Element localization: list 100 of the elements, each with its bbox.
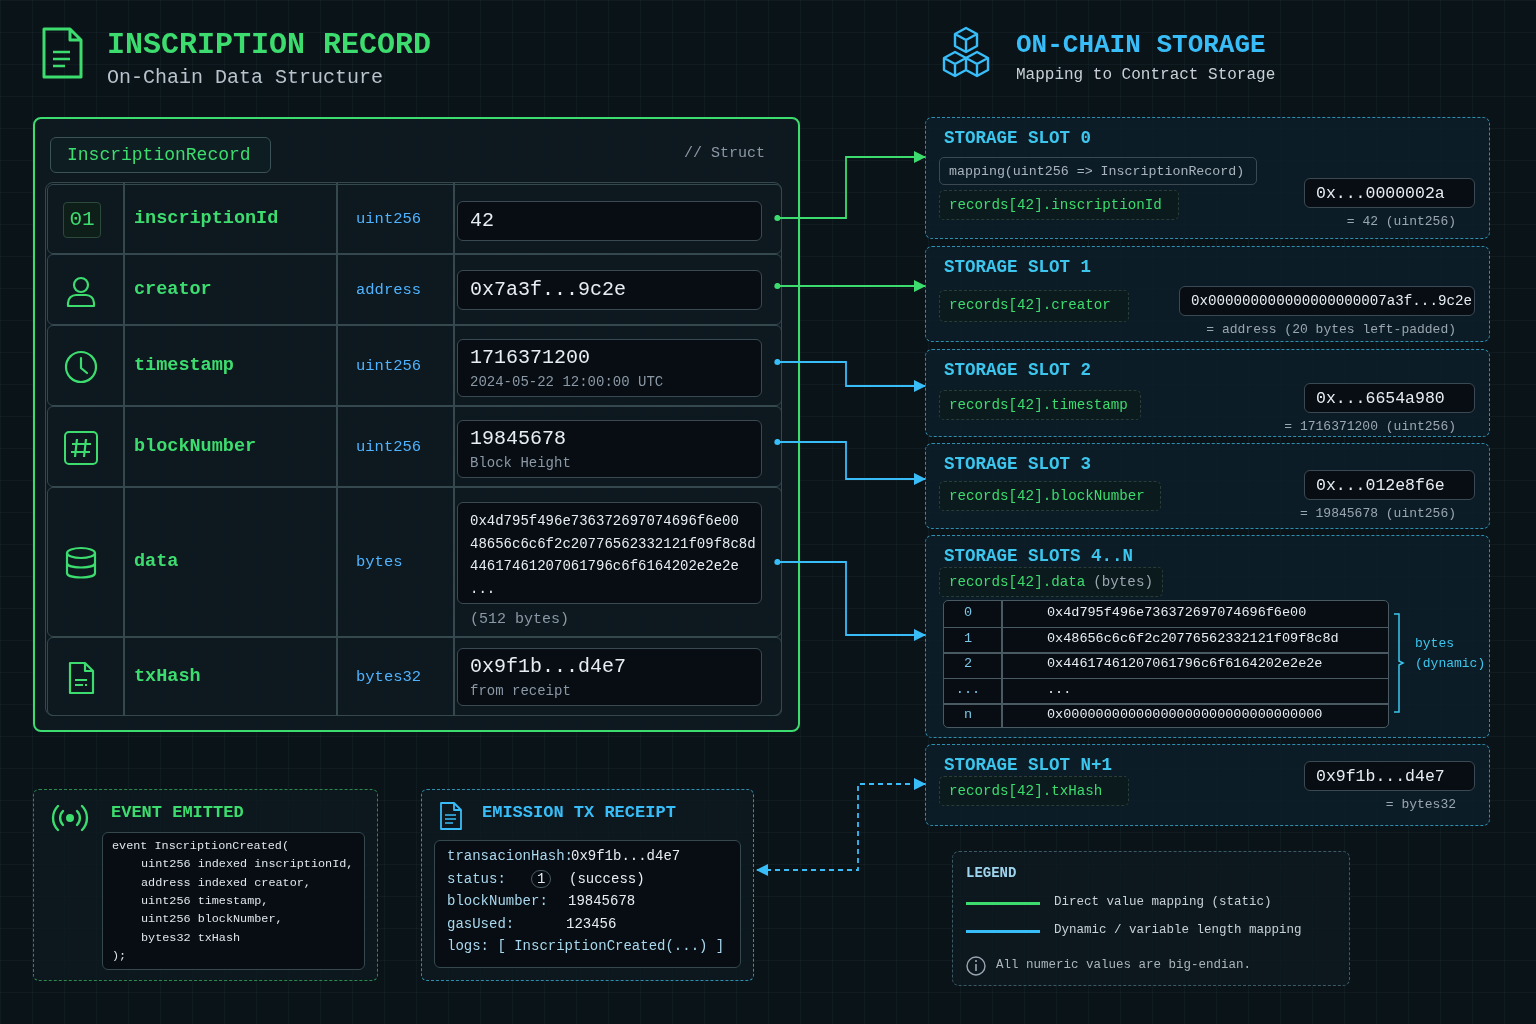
receipt-field-value: 19845678 <box>568 893 636 909</box>
receipt-field-value: (success) <box>569 871 645 887</box>
connector-arrow <box>774 558 926 641</box>
record-path-tag <box>939 290 1129 322</box>
record-path: records[42].inscriptionId <box>949 197 1162 213</box>
slot-word-value: 0x00000000000000000000000000000000 <box>1047 707 1323 722</box>
slot-title: STORAGE SLOTS 4..N <box>944 546 1134 566</box>
code-line: uint256 timestamp, <box>141 893 269 908</box>
receipt-field-name: blockNumber: <box>447 893 548 909</box>
slot-title: STORAGE SLOT 3 <box>944 454 1092 474</box>
code-line: uint256 indexed inscriptionId, <box>141 857 354 872</box>
slot-index: 0 <box>962 605 974 620</box>
slot-value: 0x000000000000000000007a3f...9c2e <box>1191 293 1472 310</box>
slot-title: STORAGE SLOT 1 <box>944 257 1092 277</box>
field-row <box>47 254 782 325</box>
record-path: records[42].creator <box>949 297 1111 313</box>
value-note: = bytes32 <box>1385 797 1456 812</box>
receipt-field-name: gasUsed: <box>447 916 515 932</box>
connector-arrow <box>756 778 926 876</box>
value-note: 2024-05-22 12:00:00 UTC <box>470 374 664 390</box>
value-box <box>457 339 762 397</box>
connector-arrow <box>774 280 926 292</box>
storage-slot-panel <box>925 117 1490 239</box>
field-row <box>47 406 782 487</box>
field-row <box>47 487 782 637</box>
value-box <box>457 270 762 310</box>
field-name: creator <box>134 278 212 300</box>
code-box <box>102 832 365 970</box>
field-type: bytes <box>356 553 403 571</box>
field-number-badge: 01 <box>63 202 101 238</box>
slot-index: ... <box>955 681 981 697</box>
value-note: = 42 (uint256) <box>1346 214 1456 229</box>
byte-length-note: (512 bytes) <box>470 611 570 628</box>
slot-value: 0x...6654a980 <box>1316 389 1445 409</box>
code-line: event InscriptionCreated( <box>112 839 289 853</box>
section-subtitle: On-Chain Data Structure <box>107 66 384 89</box>
record-path: records[42].data <box>949 574 1086 590</box>
record-path: records[42].timestamp <box>949 397 1128 413</box>
slot-value: 0x...0000002a <box>1316 184 1445 204</box>
field-value: 0x9f1b...d4e7 <box>470 655 627 678</box>
field-type: uint256 <box>356 437 422 456</box>
slot-word-value: 0x48656c6c6f2c20776562332121f09f8c8d <box>1047 630 1339 646</box>
field-value: 1716371200 <box>470 346 591 369</box>
record-path-tag <box>939 190 1179 220</box>
section-title: ON-CHAIN STORAGE <box>1016 30 1266 60</box>
value-box <box>457 201 762 241</box>
value-note: = 19845678 (uint256) <box>1299 506 1456 521</box>
slot-word-value: ... <box>1047 681 1072 697</box>
field-name: timestamp <box>134 354 234 376</box>
code-line: address indexed creator, <box>141 875 311 890</box>
record-path: records[42].txHash <box>949 783 1103 799</box>
slot-title: STORAGE SLOT 0 <box>944 128 1092 148</box>
legend-note: All numeric values are big-endian. <box>996 958 1252 972</box>
slot-index: 1 <box>962 630 974 646</box>
receipt-field-value: 123456 <box>566 916 617 932</box>
section-title: INSCRIPTION RECORD <box>107 28 432 62</box>
slot-index: 2 <box>962 656 974 671</box>
receipt-field-name: status: <box>447 871 506 887</box>
slot-word-value: 0x4d795f496e736372697074696f6e00 <box>1047 605 1307 620</box>
field-value: 42 <box>470 209 494 232</box>
slot-word-value: 0x44617461207061796c6f6164202e2e2e <box>1047 656 1323 671</box>
panel-title: EVENT EMITTED <box>111 803 244 822</box>
slot-value: 0x9f1b...d4e7 <box>1316 767 1445 787</box>
field-name: data <box>134 551 179 572</box>
storage-slot-panel <box>925 443 1490 529</box>
legend-text: Direct value mapping (static) <box>1054 895 1272 909</box>
record-path-tag <box>939 481 1161 511</box>
storage-slot-panel <box>925 349 1490 437</box>
value-note: = address (20 bytes left-padded) <box>1206 322 1456 337</box>
connector-arrow <box>774 151 926 222</box>
field-row <box>47 184 782 254</box>
field-name: txHash <box>134 665 201 687</box>
hex-value: 0x4d795f496e736372697074696f6e00 48656c6c6f2c20776562332121f09f8c8d 44617461207061796c6f6164202e2e2e ... <box>470 512 757 599</box>
field-row <box>47 637 782 716</box>
legend-text: Dynamic / variable length mapping <box>1054 923 1302 937</box>
field-name: blockNumber <box>134 435 257 457</box>
struct-name-tag <box>50 137 271 173</box>
struct-panel <box>33 117 800 732</box>
section-subtitle: Mapping to Contract Storage <box>1016 66 1276 84</box>
record-path-tag <box>939 776 1129 806</box>
value-note: from receipt <box>470 683 571 699</box>
panel-title: EMISSION TX RECEIPT <box>482 803 676 822</box>
record-path-tag <box>939 567 1163 597</box>
field-type: address <box>356 280 422 299</box>
mapping-tag <box>939 157 1257 185</box>
slot-title: STORAGE SLOT N+1 <box>944 755 1113 775</box>
event-panel <box>33 789 378 981</box>
code-line: bytes32 txHash <box>141 930 241 945</box>
mapping-signature: mapping(uint256 => InscriptionRecord) <box>949 164 1245 179</box>
code-line: uint256 blockNumber, <box>141 912 283 927</box>
field-type: uint256 <box>356 210 422 228</box>
value-note: Block Height <box>470 455 571 471</box>
receipt-logs: logs: [ InscriptionCreated(...) ] <box>447 938 725 954</box>
legend-title: LEGEND <box>966 865 1017 881</box>
field-name: inscriptionId <box>134 208 279 229</box>
value-box <box>457 648 762 706</box>
field-value: 19845678 <box>470 427 566 450</box>
slot-title: STORAGE SLOT 2 <box>944 360 1092 380</box>
struct-comment: // Struct <box>684 145 765 162</box>
struct-name: InscriptionRecord <box>67 145 251 165</box>
